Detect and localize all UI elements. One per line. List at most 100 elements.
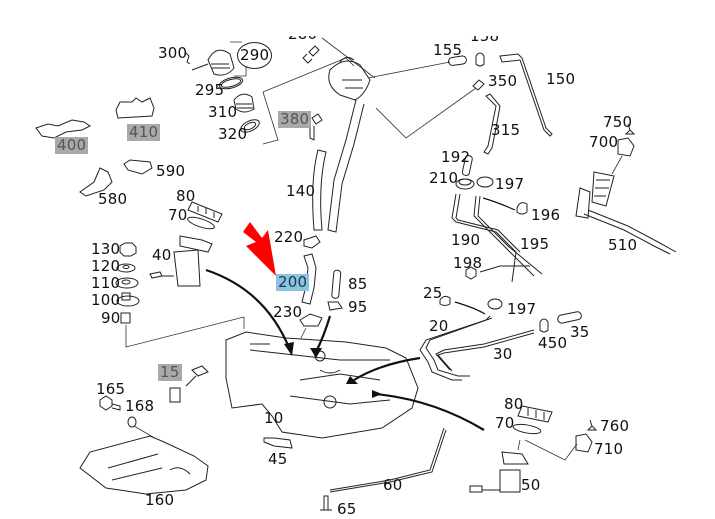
label-400[interactable]: 400 bbox=[55, 136, 89, 154]
part-220-clamp[interactable] bbox=[303, 235, 321, 249]
label-310[interactable]: 310 bbox=[208, 103, 238, 121]
part-210-clamp[interactable] bbox=[455, 178, 475, 190]
label-190[interactable]: 190 bbox=[451, 231, 481, 249]
label-210[interactable]: 210 bbox=[429, 169, 459, 187]
part-35-sleeve[interactable] bbox=[557, 311, 582, 324]
label-150[interactable]: 150 bbox=[546, 70, 576, 88]
part-400-bracket[interactable] bbox=[35, 119, 91, 139]
label-40[interactable]: 40 bbox=[152, 246, 172, 264]
part-590-clip[interactable] bbox=[123, 159, 153, 175]
label-320[interactable]: 320 bbox=[218, 125, 248, 143]
part-70-seal-upper[interactable] bbox=[186, 215, 215, 231]
part-158-clamp[interactable] bbox=[475, 52, 485, 67]
label-15[interactable]: 15 bbox=[158, 363, 182, 381]
label-590[interactable]: 590 bbox=[156, 162, 186, 180]
part-410-holder[interactable] bbox=[115, 97, 155, 119]
label-25[interactable]: 25 bbox=[423, 284, 443, 302]
part-197-clamp-lower[interactable] bbox=[487, 298, 503, 310]
label-196[interactable]: 196 bbox=[531, 206, 561, 224]
label-290[interactable]: 290 bbox=[237, 42, 273, 69]
part-100-mount[interactable] bbox=[116, 292, 140, 307]
part-130-nut[interactable] bbox=[119, 242, 137, 257]
part-198-nut[interactable] bbox=[465, 266, 477, 280]
part-320-seal[interactable] bbox=[239, 117, 261, 135]
label-220[interactable]: 220 bbox=[274, 228, 304, 246]
label-192[interactable]: 192 bbox=[441, 148, 471, 166]
label-230[interactable]: 230 bbox=[273, 303, 303, 321]
part-450-clamp[interactable] bbox=[539, 318, 549, 333]
label-197-lower[interactable]: 197 bbox=[507, 300, 537, 318]
part-50-sender-unit[interactable] bbox=[469, 439, 578, 493]
part-310-grommet[interactable] bbox=[233, 93, 255, 113]
part-380-bolt[interactable] bbox=[309, 113, 323, 141]
label-315[interactable]: 315 bbox=[491, 121, 521, 139]
label-350[interactable]: 350 bbox=[488, 72, 518, 90]
label-200-selected[interactable]: 200 bbox=[276, 273, 310, 291]
part-80-lock-ring-lower[interactable] bbox=[517, 405, 553, 423]
label-95[interactable]: 95 bbox=[348, 298, 368, 316]
label-45[interactable]: 45 bbox=[268, 450, 288, 468]
part-700-cap[interactable] bbox=[611, 137, 635, 175]
label-710[interactable]: 710 bbox=[594, 440, 624, 458]
label-70-upper[interactable]: 70 bbox=[168, 206, 188, 224]
part-750-fitting[interactable] bbox=[624, 123, 636, 135]
label-750[interactable]: 750 bbox=[603, 113, 633, 131]
part-510-fuel-filter-wiring[interactable] bbox=[575, 171, 677, 255]
part-160-heat-shield[interactable] bbox=[79, 435, 209, 495]
label-30[interactable]: 30 bbox=[493, 345, 513, 363]
label-295[interactable]: 295 bbox=[195, 81, 225, 99]
part-197-clamp-upper[interactable] bbox=[476, 176, 494, 188]
part-40-fuel-pump[interactable] bbox=[149, 235, 213, 287]
part-45-sensor[interactable] bbox=[263, 437, 293, 449]
part-192-hose[interactable] bbox=[461, 155, 473, 176]
part-95-clamp[interactable] bbox=[327, 301, 343, 311]
part-25-valve[interactable] bbox=[439, 295, 451, 306]
label-760[interactable]: 760 bbox=[600, 417, 630, 435]
part-60-wiring[interactable] bbox=[329, 427, 447, 493]
label-155[interactable]: 155 bbox=[433, 41, 463, 59]
label-160[interactable]: 160 bbox=[145, 491, 175, 509]
label-410[interactable]: 410 bbox=[127, 123, 161, 141]
part-90-sleeve[interactable] bbox=[120, 312, 131, 324]
part-150-pipe[interactable] bbox=[499, 53, 553, 137]
part-190-195-lines[interactable] bbox=[451, 193, 543, 283]
label-65[interactable]: 65 bbox=[337, 500, 357, 518]
label-110[interactable]: 110 bbox=[91, 274, 121, 292]
part-85-tube[interactable] bbox=[331, 269, 342, 299]
label-20[interactable]: 20 bbox=[429, 317, 449, 335]
label-510[interactable]: 510 bbox=[608, 236, 638, 254]
label-85[interactable]: 85 bbox=[348, 275, 368, 293]
label-50[interactable]: 50 bbox=[521, 476, 541, 494]
label-130[interactable]: 130 bbox=[91, 240, 121, 258]
part-filler-neck[interactable] bbox=[312, 56, 477, 233]
label-158[interactable]: 158 bbox=[470, 27, 500, 45]
label-80-upper[interactable]: 80 bbox=[176, 187, 196, 205]
part-110-washer[interactable] bbox=[115, 277, 139, 289]
label-165[interactable]: 165 bbox=[96, 380, 126, 398]
label-100[interactable]: 100 bbox=[91, 291, 121, 309]
part-196-valve[interactable] bbox=[482, 197, 528, 215]
part-15-connector[interactable] bbox=[169, 365, 209, 403]
label-70-lower[interactable]: 70 bbox=[495, 414, 515, 432]
label-195[interactable]: 195 bbox=[520, 235, 550, 253]
part-760-fitting[interactable] bbox=[586, 419, 598, 431]
part-580-bracket[interactable] bbox=[79, 167, 113, 197]
label-197-upper[interactable]: 197 bbox=[495, 175, 525, 193]
label-450[interactable]: 450 bbox=[538, 334, 568, 352]
part-295-ring[interactable] bbox=[218, 75, 244, 91]
part-70-seal-lower[interactable] bbox=[512, 423, 542, 436]
label-700[interactable]: 700 bbox=[589, 133, 619, 151]
label-10[interactable]: 10 bbox=[264, 409, 284, 427]
part-710-cap[interactable] bbox=[575, 433, 593, 453]
part-230-grommet[interactable] bbox=[299, 313, 323, 341]
label-380[interactable]: 380 bbox=[278, 110, 312, 128]
label-280[interactable]: 280 bbox=[288, 25, 318, 43]
label-80-lower[interactable]: 80 bbox=[504, 395, 524, 413]
part-10-fuel-tank[interactable] bbox=[225, 331, 419, 439]
label-90[interactable]: 90 bbox=[101, 309, 121, 327]
part-120-washer[interactable] bbox=[116, 263, 136, 273]
label-60[interactable]: 60 bbox=[383, 476, 403, 494]
part-300-screw[interactable] bbox=[184, 51, 191, 65]
label-300[interactable]: 300 bbox=[158, 44, 188, 62]
part-155-hose[interactable] bbox=[448, 55, 467, 66]
